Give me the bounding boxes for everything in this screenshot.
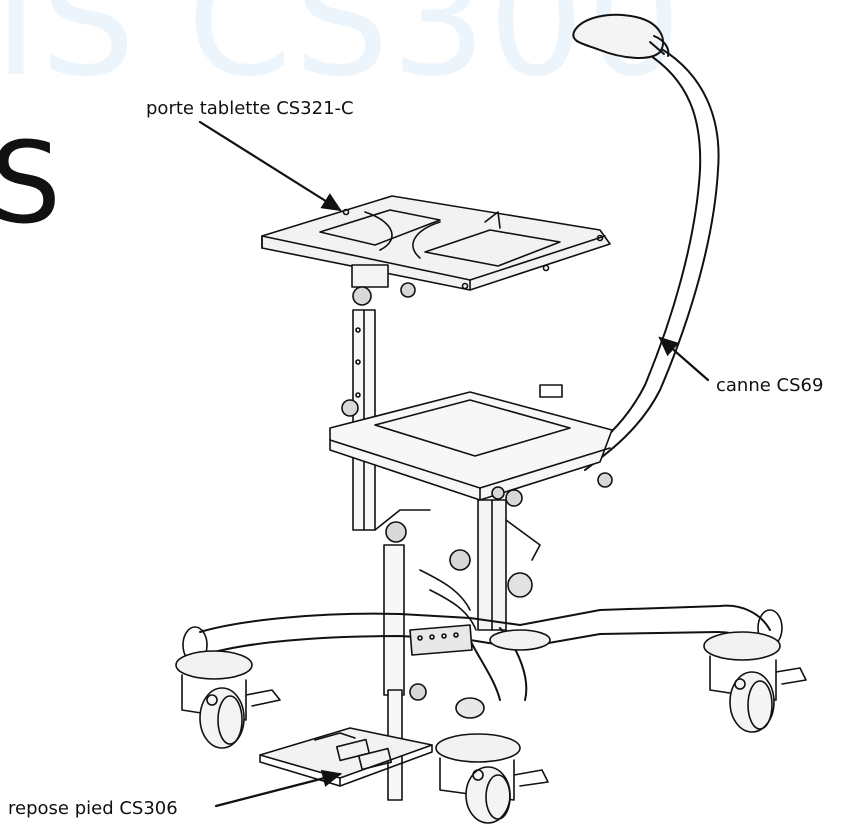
arrow-canne xyxy=(658,336,710,382)
callout-footrest: repose pied CS306 xyxy=(8,798,178,819)
seat-frame xyxy=(329,384,613,507)
watermark-text: IS CS300 xyxy=(0,0,684,110)
caster-rear xyxy=(489,629,551,651)
caster-right xyxy=(703,631,807,733)
cane xyxy=(572,13,720,471)
caster-front xyxy=(435,697,549,824)
tablet-tray xyxy=(261,195,611,291)
base-legs xyxy=(182,604,783,701)
caster-left xyxy=(175,650,281,749)
tray-post xyxy=(341,264,431,531)
callout-tablet-holder: porte tablette CS321-C xyxy=(146,98,354,119)
central-column xyxy=(419,499,541,631)
arrow-repose xyxy=(214,769,343,808)
partial-heading-letter: S xyxy=(0,119,62,249)
callout-cane: canne CS69 xyxy=(716,375,824,396)
foot-plate xyxy=(259,727,433,787)
arrow-tablette xyxy=(198,120,342,212)
